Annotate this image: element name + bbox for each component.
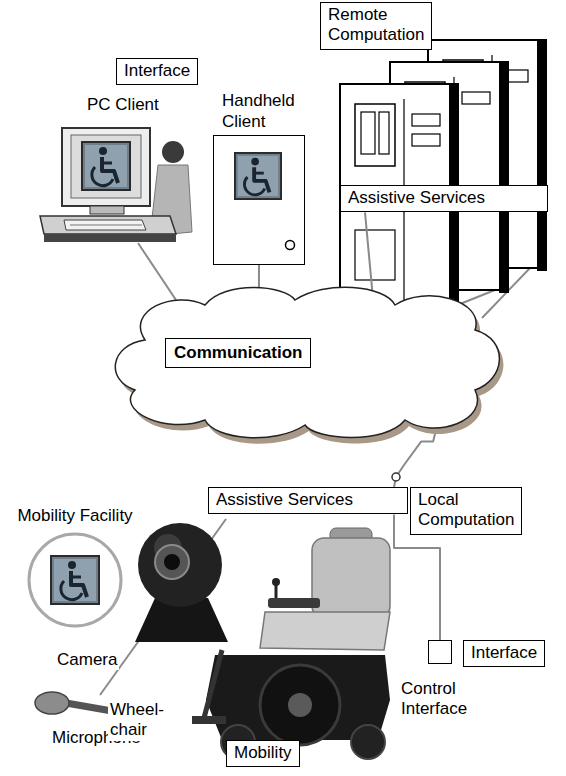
label-box: Assistive Services <box>208 487 408 514</box>
circle-border <box>29 534 121 626</box>
connector-line <box>258 265 260 290</box>
node-text: Interface <box>124 61 190 81</box>
device-box: Handheld Client <box>213 135 305 265</box>
node-heading: Control Interface <box>399 679 469 720</box>
label-box: Assistive Services <box>340 185 548 212</box>
server-illustration <box>340 40 546 314</box>
node-text: Remote Computation <box>328 5 424 46</box>
connector <box>392 426 437 487</box>
label-box: Interface <box>116 58 198 85</box>
label-box: Interface <box>463 640 545 667</box>
node-text: Assistive Services <box>348 188 540 208</box>
wheelchair-illustration <box>192 528 390 759</box>
node-text: Mobility <box>234 743 292 763</box>
part-label: Wheel- chair <box>108 700 166 741</box>
cloud-border <box>115 287 499 437</box>
connector-line <box>365 212 372 291</box>
node-text: Assistive Services <box>216 490 400 510</box>
handheld-illustration <box>235 153 295 250</box>
part-label: PC Client <box>85 95 161 115</box>
connector <box>258 265 259 290</box>
node-heading: Handheld Client <box>220 91 297 132</box>
label-box: Local Computation <box>410 487 522 535</box>
node-text: Interface <box>471 643 537 663</box>
cloud-shape: Communication <box>105 280 510 440</box>
cloud-label: Communication <box>165 338 311 368</box>
pc-illustration <box>40 128 192 242</box>
circle-node: Mobility Facility <box>27 532 123 628</box>
circle-outline <box>27 532 123 628</box>
mobility-icon <box>51 556 99 604</box>
label-box: Remote Computation <box>320 2 432 50</box>
node-text: Local Computation <box>418 490 514 531</box>
microphone-illustration <box>35 692 112 714</box>
part-label: Camera <box>55 650 119 670</box>
node-heading: Mobility Facility <box>15 506 134 526</box>
camera-illustration <box>135 523 228 642</box>
connector <box>365 212 372 291</box>
interface-square: Control Interface <box>428 640 452 664</box>
label-box: Mobility <box>226 740 300 767</box>
connector-plug <box>392 473 400 481</box>
wire <box>100 243 530 695</box>
